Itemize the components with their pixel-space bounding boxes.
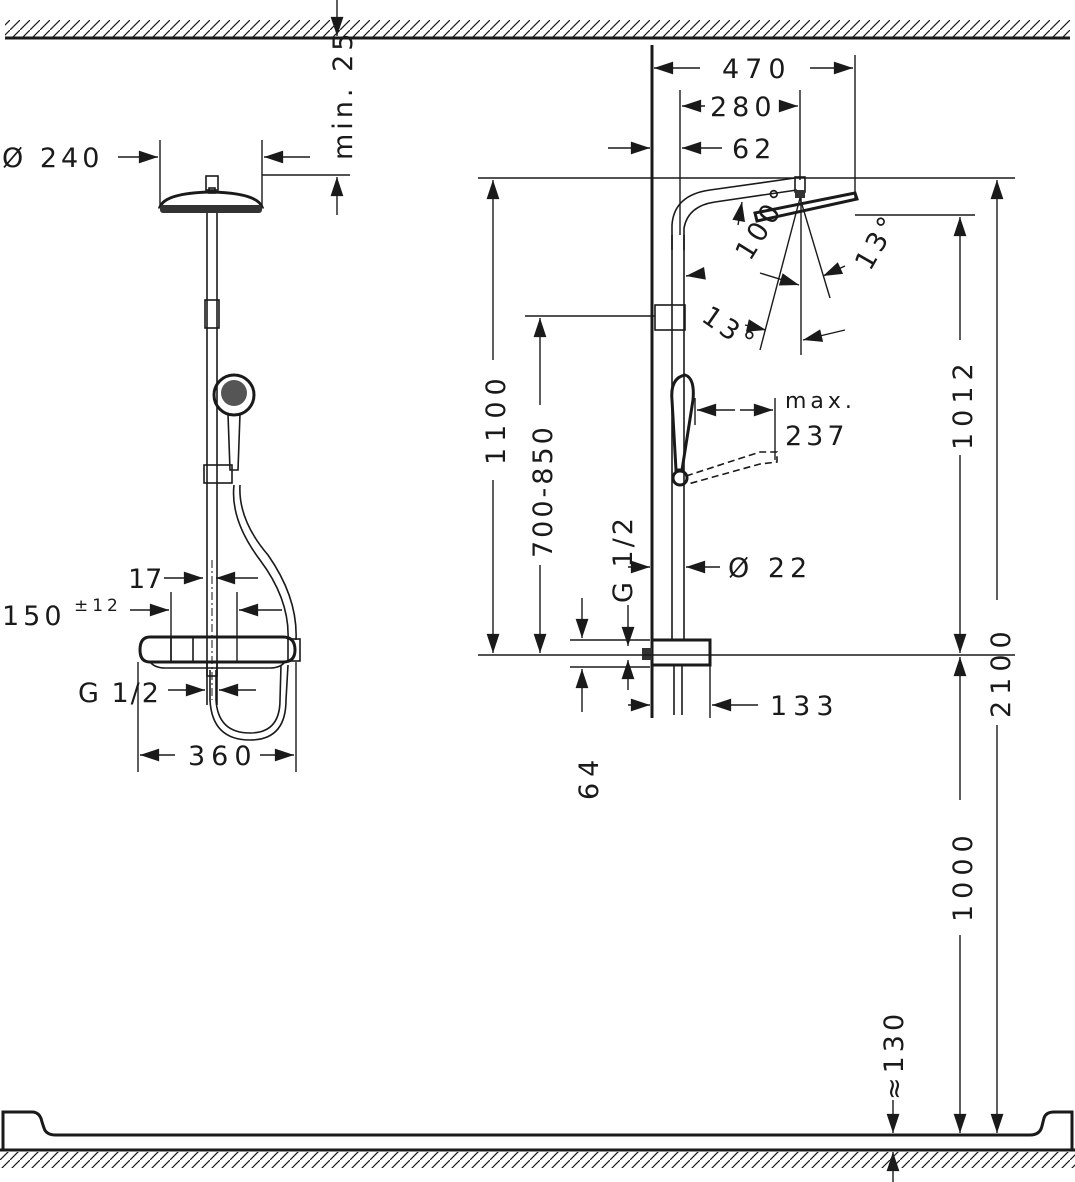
spray-height-label: 1012 <box>948 357 979 450</box>
side-view-shower <box>628 45 859 718</box>
mount-height-label: 1000 <box>948 829 979 922</box>
offset-17-label: 17 <box>128 564 162 595</box>
max-value-label: 237 <box>785 421 849 452</box>
head-offset-label: 280 <box>710 92 777 123</box>
holder-range-label: 700-850 <box>528 424 559 558</box>
ceiling <box>5 20 1070 40</box>
projection-label: 133 <box>770 691 840 722</box>
spray-angle-right-label: 13° <box>849 208 906 275</box>
spray-angle-left-label: 13° <box>696 300 763 360</box>
front-view-dimensions: min. 25 Ø 240 17 150 ±12 G 1/2 360 <box>2 0 359 772</box>
min-clearance-label: min. 25 <box>328 30 359 160</box>
total-height-label: 2100 <box>986 625 1017 718</box>
side-view-dimensions: 470 280 62 100° 13° 13° 1100 700-850 max… <box>478 54 1017 1182</box>
tilt-angle-label: 100° <box>730 181 799 266</box>
shower-tray-floor <box>0 1110 1075 1168</box>
head-height-label: 1100 <box>481 372 512 465</box>
wall-distance-label: 62 <box>732 134 776 165</box>
arm-length-label: 470 <box>722 54 792 85</box>
center-tolerance-label: ±12 <box>74 596 122 616</box>
width-360-label: 360 <box>188 741 258 772</box>
tray-height-label: ≈130 <box>879 1010 910 1100</box>
head-diameter-label: Ø 240 <box>2 143 103 174</box>
left-connection-label: G 1/2 <box>78 678 161 709</box>
max-label: max. <box>785 389 856 414</box>
center-distance-label: 150 <box>2 601 66 632</box>
front-view-shower <box>138 175 301 741</box>
pipe-diameter-label: Ø 22 <box>728 553 812 584</box>
depth-64-label: 64 <box>574 754 605 800</box>
right-connection-label: G 1/2 <box>608 515 639 603</box>
